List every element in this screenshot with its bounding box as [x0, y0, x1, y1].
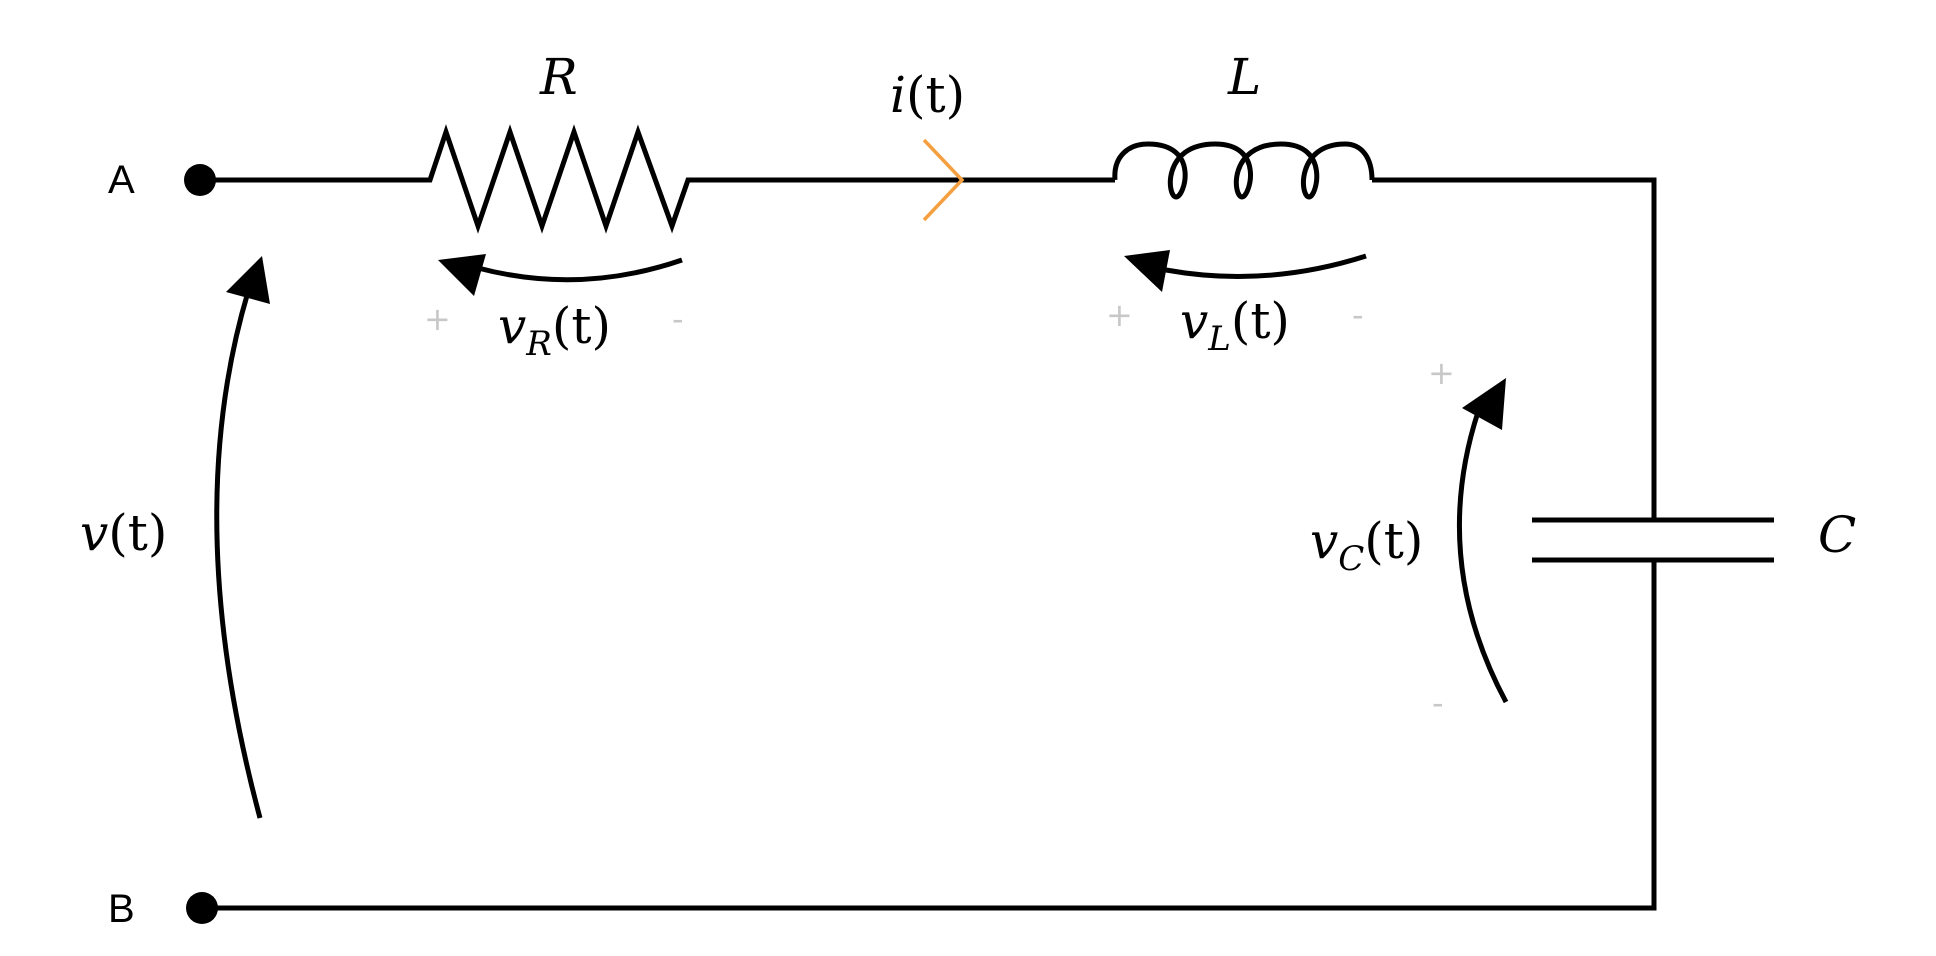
resistor-minus-sign: -: [672, 300, 684, 338]
resistor-voltage-arg: (t): [552, 297, 611, 355]
inductor-voltage-arrowhead: [1124, 250, 1170, 292]
capacitor-voltage-symbol: v: [1310, 512, 1338, 570]
resistor-voltage-symbol: v: [498, 297, 526, 355]
inductor-voltage-arrow: [1165, 253, 1367, 279]
resistor-voltage-arrow: [477, 257, 683, 283]
inductor-voltage-arg: (t): [1231, 292, 1290, 350]
inductor-voltage-label: vL(t): [1180, 292, 1290, 359]
source-voltage-arrowhead: [226, 256, 270, 304]
resistor-voltage-arrowhead: [438, 254, 486, 296]
inductor-plus-sign: +: [1106, 296, 1133, 334]
resistor-voltage-label: vR(t): [498, 297, 611, 364]
wire-top-left: [200, 124, 1115, 234]
terminal-b-node[interactable]: [186, 892, 218, 924]
source-voltage-arg: (t): [108, 504, 167, 562]
current-label: i(t): [890, 66, 965, 124]
current-symbol: i: [890, 66, 906, 124]
terminal-b-label: B: [108, 887, 135, 931]
capacitor-voltage-label: vC(t): [1310, 512, 1423, 579]
capacitor-voltage-arg: (t): [1364, 512, 1423, 570]
source-voltage-arrow: [214, 291, 263, 819]
wire-top-right: [1372, 177, 1657, 520]
inductor-coil: [1112, 141, 1375, 200]
capacitor-voltage-subscript: C: [1338, 539, 1364, 579]
inductor-voltage-symbol: v: [1180, 292, 1208, 350]
capacitor-label: C: [1818, 506, 1856, 564]
capacitor-plus-sign: +: [1428, 354, 1455, 392]
current-direction-marker: [922, 138, 965, 222]
inductor-label: L: [1227, 48, 1261, 106]
capacitor-minus-sign: -: [1432, 684, 1444, 722]
resistor-voltage-subscript: R: [525, 324, 552, 364]
terminal-a-label: A: [108, 158, 135, 202]
current-arg: (t): [906, 66, 965, 124]
resistor-plus-sign: +: [424, 300, 451, 338]
inductor-voltage-subscript: L: [1207, 319, 1231, 359]
terminal-a-node[interactable]: [184, 164, 216, 196]
source-voltage-symbol: v: [80, 504, 108, 562]
capacitor-voltage-arrow: [1456, 411, 1509, 704]
inductor-minus-sign: -: [1352, 296, 1364, 334]
resistor-label: R: [539, 48, 578, 106]
capacitor-voltage-arrowhead: [1462, 378, 1506, 430]
source-voltage-label: v(t): [80, 504, 167, 562]
wire-bottom: [202, 560, 1657, 911]
